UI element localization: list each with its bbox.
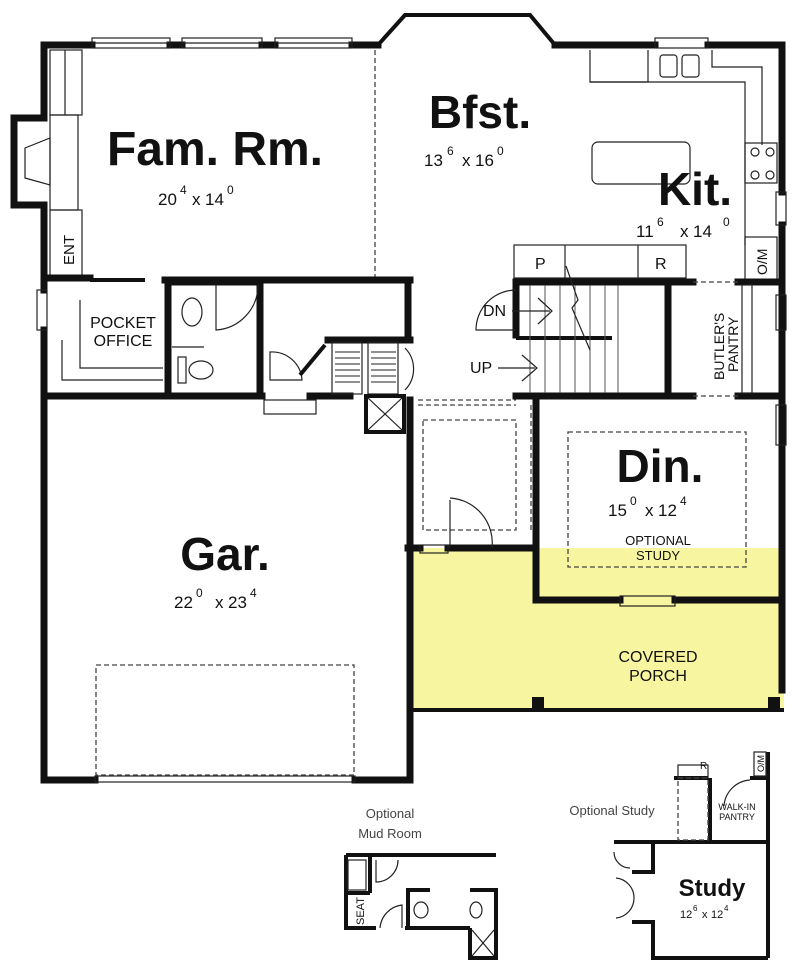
covered-porch: COVERED PORCH: [532, 649, 780, 709]
study-inset-r: R: [700, 761, 707, 772]
breakfast-label: Bfst.: [429, 86, 531, 138]
kitchen-height: 14: [693, 222, 712, 241]
kitchen: O/M Kit. 11 6 x 14 0 P R: [513, 50, 778, 281]
mudroom-title-line1: Optional: [366, 806, 415, 821]
study-inset-pantry-line1: WALK-IN: [718, 802, 755, 812]
family-room-height: 14: [205, 190, 224, 209]
dining-label: Din.: [617, 440, 704, 492]
garage: Gar. 22 0 x 23 4: [95, 528, 355, 776]
garage-x: x: [215, 593, 224, 612]
breakfast-x: x: [462, 151, 471, 170]
butlers-pantry-line2: PANTRY: [725, 316, 741, 372]
kitchen-width-in: 6: [657, 215, 664, 229]
study-inset-height-in: 4: [724, 904, 729, 913]
study-inset-room-label: Study: [679, 875, 746, 902]
stairs-up-label: UP: [470, 360, 492, 377]
family-room: Fam. Rm. 20 4 x 14 0 ENT: [24, 49, 414, 284]
family-room-x: x: [192, 190, 201, 209]
dining-height: 12: [658, 501, 677, 520]
breakfast-width: 13: [424, 151, 443, 170]
family-room-label: Fam. Rm.: [107, 123, 323, 176]
study-inset-title: Optional Study: [569, 803, 655, 818]
garage-label: Gar.: [180, 528, 270, 580]
windows: [36, 37, 787, 783]
kitchen-height-in: 0: [723, 215, 730, 229]
inset-mud-room: Optional Mud Room SEAT: [344, 806, 498, 960]
family-room-width: 20: [158, 190, 177, 209]
dining-note-line2: STUDY: [636, 548, 680, 563]
kitchen-width: 11: [636, 222, 654, 241]
foyer: [422, 405, 532, 549]
garage-width: 22: [174, 593, 193, 612]
pantry-p-label: P: [535, 256, 546, 273]
porch-line1: COVERED: [618, 649, 697, 666]
refrigerator-r-label: R: [655, 256, 667, 273]
study-inset-width-in: 6: [693, 904, 698, 913]
study-inset-height: 12: [711, 909, 723, 921]
mudroom-title-line2: Mud Room: [358, 826, 422, 841]
butlers-pantry-line1: BUTLER'S: [711, 313, 727, 380]
garage-height: 23: [228, 593, 247, 612]
breakfast-height-in: 0: [497, 144, 504, 158]
garage-height-in: 4: [250, 586, 257, 600]
dining-x: x: [645, 501, 654, 520]
study-inset-pantry-line2: PANTRY: [719, 812, 755, 822]
covered-porch-area: [408, 548, 784, 710]
breakfast-width-in: 6: [447, 144, 454, 158]
inset-optional-study: Optional Study R O/M WALK-IN PANTRY Stud…: [569, 751, 770, 960]
stairs: DN UP BUTLER'S PANTRY: [418, 265, 786, 406]
family-room-height-in: 0: [227, 183, 234, 197]
study-inset-width: 12: [680, 909, 692, 921]
dining-width: 15: [608, 501, 627, 520]
family-room-width-in: 4: [180, 183, 187, 197]
kitchen-label: Kit.: [658, 163, 732, 215]
study-inset-om: O/M: [756, 755, 766, 772]
pocket-office-line1: POCKET: [90, 315, 156, 332]
study-inset-x: x: [702, 909, 708, 921]
kitchen-x: x: [680, 222, 689, 241]
pocket-office-line2: OFFICE: [94, 333, 153, 350]
garage-width-in: 0: [196, 586, 203, 600]
stairs-down-label: DN: [483, 303, 506, 320]
oven-microwave-label: O/M: [754, 249, 770, 275]
dining-room: Din. 15 0 x 12 4 OPTIONAL STUDY: [567, 431, 747, 568]
breakfast-height: 16: [475, 151, 494, 170]
mudroom-seat-label: SEAT: [355, 897, 367, 925]
entertainment-label: ENT: [61, 235, 78, 265]
dining-height-in: 4: [680, 494, 687, 508]
breakfast-room: Bfst. 13 6 x 16 0: [424, 86, 531, 170]
porch-line2: PORCH: [629, 668, 687, 685]
dining-width-in: 0: [630, 494, 637, 508]
dining-note-line1: OPTIONAL: [625, 533, 691, 548]
pocket-office-area: POCKET OFFICE: [40, 278, 415, 434]
exterior-walls: [10, 13, 786, 784]
